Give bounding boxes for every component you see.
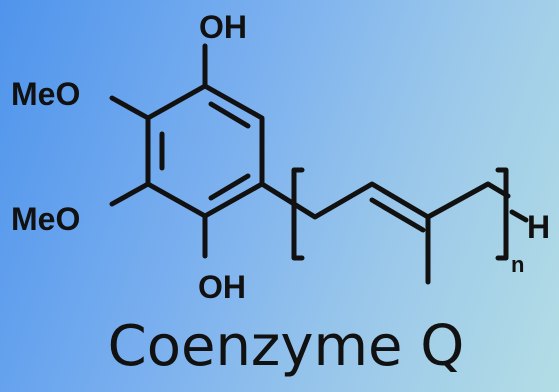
ring-outline: [145, 83, 265, 219]
oh-top-label: OH: [199, 9, 247, 45]
left-bracket: [291, 167, 305, 261]
chain-double-bond: [369, 197, 426, 233]
ring-double-bond-1: [208, 101, 251, 129]
bond-meo-upper: [109, 95, 151, 121]
meo-lower-label: MeO: [11, 201, 80, 237]
benzene-ring: [145, 83, 265, 219]
ring-double-bond-2: [208, 173, 251, 201]
right-bracket: [495, 167, 509, 261]
subscript-n-label: n: [511, 252, 524, 277]
bond-meo-lower: [109, 181, 151, 207]
terminal-h-label: H: [527, 209, 550, 245]
bond-terminal-h: [509, 209, 529, 223]
oh-bottom-label: OH: [198, 269, 246, 305]
molecule-name: Coenzyme Q: [108, 314, 465, 379]
meo-upper-label: MeO: [11, 76, 80, 112]
isoprene-chain: [259, 181, 529, 285]
chain-bonds: [259, 181, 511, 220]
